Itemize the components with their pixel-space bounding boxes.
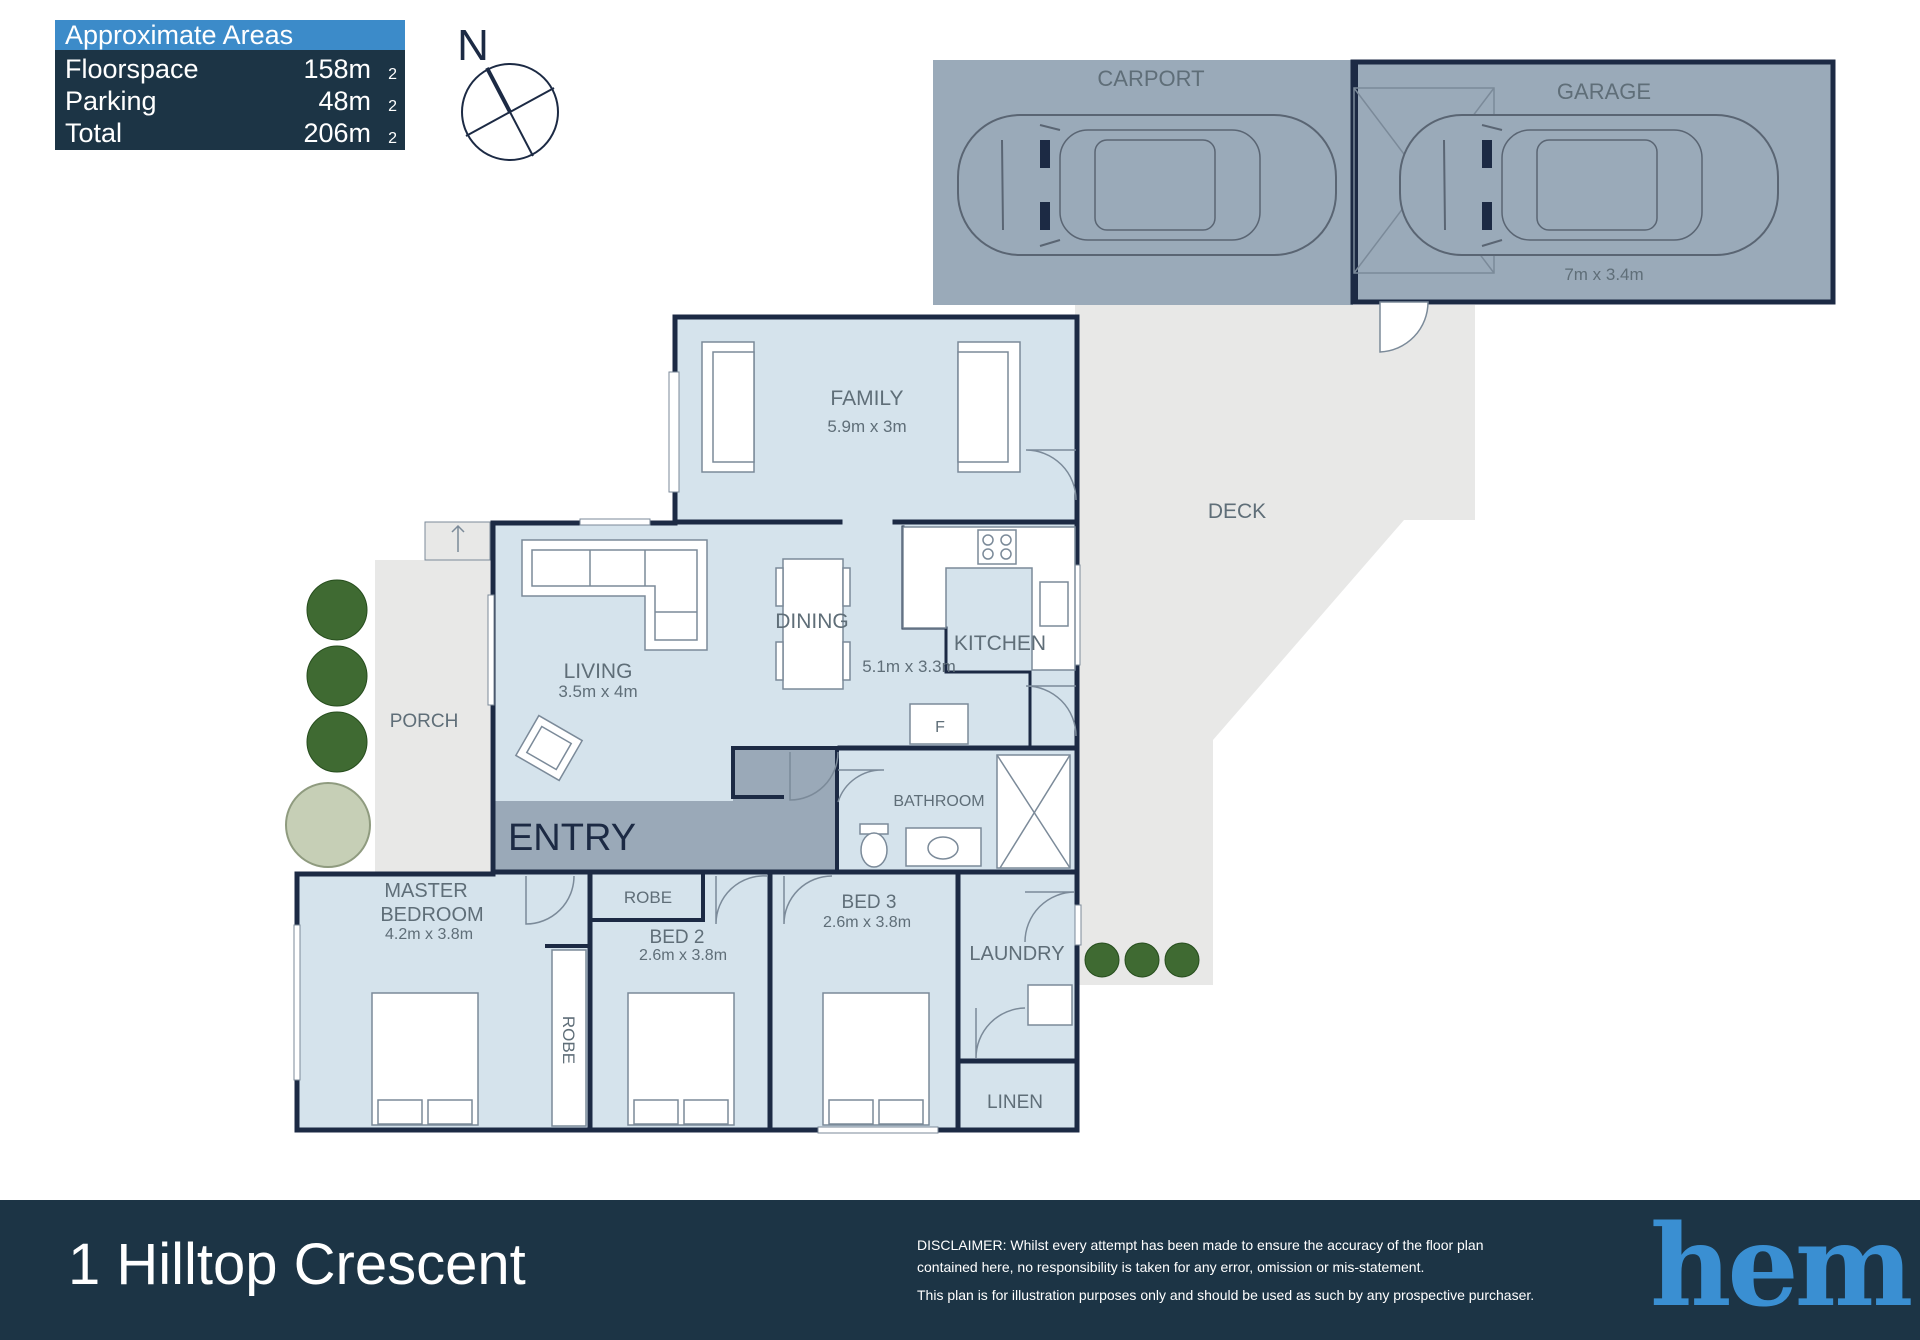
room-labels: CARPORT GARAGE 7m x 3.4m FAMILY 5.9m x 3… xyxy=(380,66,1651,1113)
bed2-dims: 2.6m x 3.8m xyxy=(639,947,727,964)
areas-header: Approximate Areas xyxy=(55,20,405,50)
bathroom-label: BATHROOM xyxy=(893,793,984,810)
areas-row-unit: 2 xyxy=(388,130,397,147)
disclaimer: DISCLAIMER: Whilst every attempt has bee… xyxy=(917,1234,1535,1306)
linen-label: LINEN xyxy=(987,1092,1043,1113)
master-label-line1: MASTER xyxy=(384,880,467,902)
kitchen-bench xyxy=(902,526,1076,745)
areas-row-parking: Parking 48m 2 xyxy=(65,85,397,117)
property-address: 1 Hilltop Crescent xyxy=(68,1232,526,1297)
robe-side-label: ROBE xyxy=(559,1016,578,1064)
porch-label: PORCH xyxy=(390,711,459,732)
areas-row-value: 158m xyxy=(303,54,371,84)
disclaimer-line: contained here, no responsibility is tak… xyxy=(917,1259,1425,1275)
areas-row-unit: 2 xyxy=(388,98,397,115)
armchair-icon xyxy=(514,714,584,782)
bed-icon xyxy=(371,992,479,1126)
approximate-areas-box: Approximate Areas Floorspace 158m 2 Park… xyxy=(55,20,405,150)
kitchen-dims: 5.1m x 3.3m xyxy=(862,657,956,676)
living-dims: 3.5m x 4m xyxy=(558,682,637,701)
laundry-label: LAUNDRY xyxy=(969,943,1064,965)
family-dims: 5.9m x 3m xyxy=(827,417,906,436)
areas-row-value: 206m xyxy=(303,118,371,148)
footer-bar: 1 Hilltop Crescent DISCLAIMER: Whilst ev… xyxy=(0,1200,1920,1340)
sofa-icon xyxy=(701,341,1021,473)
floor-plan: N xyxy=(285,21,1836,1134)
car-icon xyxy=(1399,114,1779,256)
bathroom-fixtures xyxy=(859,754,1073,1026)
entry-label: ENTRY xyxy=(508,817,636,859)
disclaimer-line: DISCLAIMER: Whilst every attempt has bee… xyxy=(917,1237,1484,1253)
areas-row-label: Total xyxy=(65,118,123,148)
bed3-dims: 2.6m x 3.8m xyxy=(823,914,911,931)
car-icon xyxy=(957,114,1337,256)
carport-label: CARPORT xyxy=(1097,66,1204,91)
master-dims: 4.2m x 3.8m xyxy=(385,926,473,943)
porch xyxy=(375,560,490,872)
bed3-label: BED 3 xyxy=(842,892,897,913)
disclaimer-line: This plan is for illustration purposes o… xyxy=(917,1287,1535,1303)
master-label-line2: BEDROOM xyxy=(380,904,483,926)
living-label: LIVING xyxy=(564,660,633,683)
compass-north-label: N xyxy=(457,21,489,70)
windows xyxy=(293,371,1082,1134)
laundry xyxy=(958,874,1077,1061)
plant-icon xyxy=(306,579,1200,978)
dining-table-icon xyxy=(775,558,851,690)
bed2-label: BED 2 xyxy=(650,927,705,948)
kitchen-label: KITCHEN xyxy=(954,632,1046,655)
hem-logo: hem xyxy=(1650,1201,1913,1332)
deck-label: DECK xyxy=(1208,500,1266,523)
entry xyxy=(493,801,837,872)
garage-label: GARAGE xyxy=(1557,79,1651,104)
robe-label: ROBE xyxy=(624,888,672,907)
linen xyxy=(958,1061,1077,1130)
areas-row-value: 48m xyxy=(318,86,371,116)
areas-row-total: Total 206m 2 xyxy=(65,117,397,149)
areas-row-label: Floorspace xyxy=(65,54,199,84)
wardrobe xyxy=(551,949,587,1127)
fridge-label: F xyxy=(935,719,945,736)
corner-sofa-icon xyxy=(521,539,708,651)
bed-icon xyxy=(822,992,930,1126)
areas-row-floorspace: Floorspace 158m 2 xyxy=(65,53,397,85)
compass-icon: N xyxy=(457,21,559,161)
door-swings xyxy=(525,449,1077,1059)
deck xyxy=(1075,305,1475,985)
family-label: FAMILY xyxy=(830,387,903,410)
areas-row-label: Parking xyxy=(65,86,157,116)
bed-icon xyxy=(627,992,735,1126)
shrub-icon xyxy=(285,782,371,868)
areas-row-unit: 2 xyxy=(388,66,397,83)
dining-label: DINING xyxy=(775,610,849,633)
garage-dims: 7m x 3.4m xyxy=(1564,265,1643,284)
